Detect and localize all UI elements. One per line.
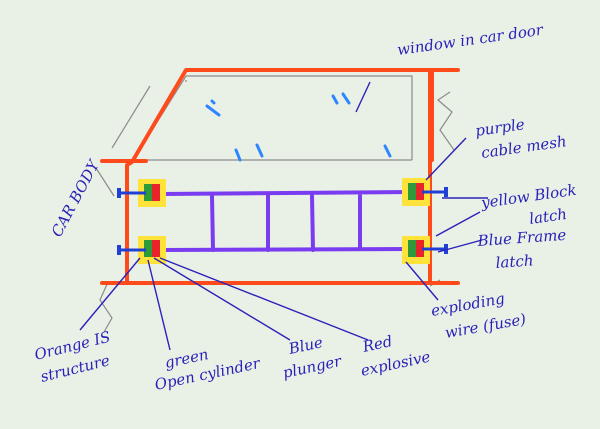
glass-reflections xyxy=(205,92,392,162)
leader-lines xyxy=(79,81,488,351)
label-yellow-block-latch: latch xyxy=(528,205,568,228)
latch-bottom-right xyxy=(402,236,448,264)
label-blue-frame-latch: latch xyxy=(495,251,534,272)
latch-top-left xyxy=(117,179,166,207)
latch-bottom-left xyxy=(117,236,166,264)
latch-top-right xyxy=(402,178,448,206)
purple-cable-mesh xyxy=(158,190,412,252)
orange-structure xyxy=(100,68,460,285)
